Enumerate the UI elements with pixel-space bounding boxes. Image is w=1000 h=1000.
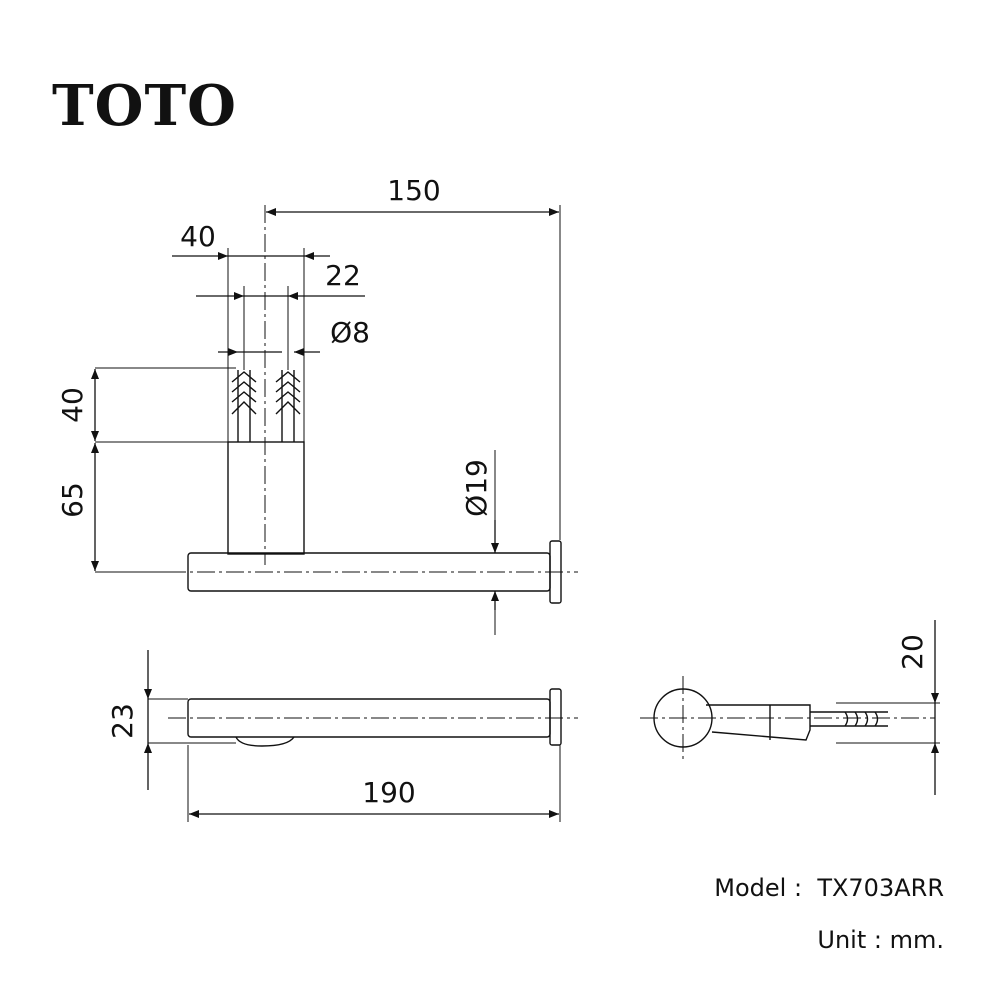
dim-label-22: 22	[325, 259, 361, 292]
side-mount	[706, 704, 811, 741]
dim-label-d19: Ø19	[460, 459, 493, 517]
mount-block	[227, 441, 305, 555]
wall-anchor-left	[231, 370, 257, 442]
unit-label: Unit :	[817, 926, 882, 954]
dim-label-65: 65	[56, 482, 89, 518]
dim-label-150: 150	[387, 174, 440, 207]
unit-value: mm.	[889, 926, 944, 954]
side-anchor	[810, 711, 888, 727]
front-end-cap	[549, 688, 562, 746]
model-value: TX703ARR	[817, 874, 944, 902]
top-view	[187, 370, 562, 604]
model-label: Model :	[714, 874, 803, 902]
dim-label-190: 190	[362, 776, 415, 809]
model-line: Model : TX703ARR	[714, 874, 944, 902]
dim-label-20: 20	[896, 634, 929, 670]
front-mount	[235, 736, 295, 747]
dim-label-23: 23	[106, 703, 139, 739]
brand-logo: TOTO	[52, 73, 237, 139]
unit-line: Unit : mm.	[817, 926, 944, 954]
dim-label-40-horizontal: 40	[180, 220, 216, 253]
dim-label-40-vertical: 40	[56, 387, 89, 423]
wall-anchor-right	[275, 370, 301, 442]
dim-label-d8: Ø8	[330, 316, 370, 349]
